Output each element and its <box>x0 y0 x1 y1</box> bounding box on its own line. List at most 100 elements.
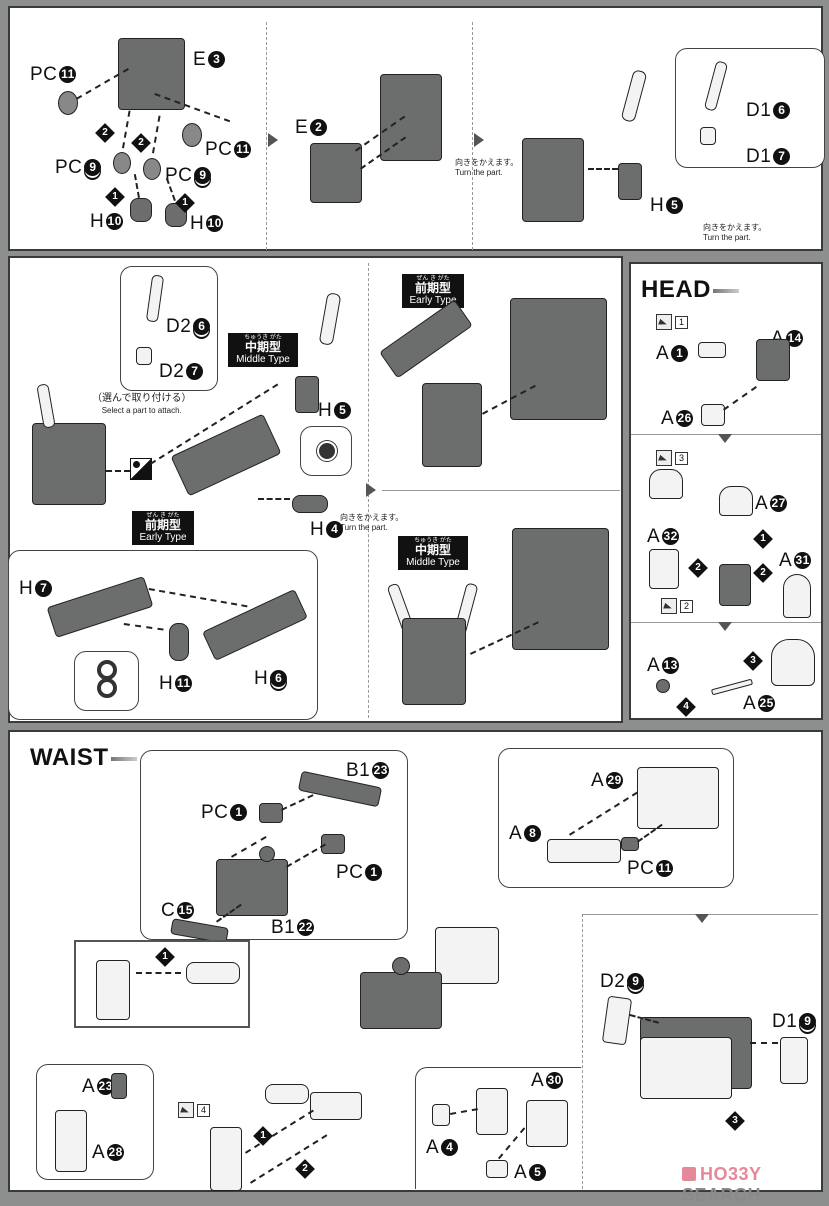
part-e3-block <box>380 74 442 161</box>
turn-part-note: 向きをかえます。Turn the part. <box>340 513 404 532</box>
part-shape-callout <box>74 651 139 711</box>
part-antenna <box>703 60 729 112</box>
part-b122 <box>216 859 288 916</box>
part-antenna <box>145 274 165 323</box>
part-a4 <box>432 1104 450 1126</box>
assembly-dash <box>136 972 181 974</box>
pin-detail-callout <box>300 426 352 476</box>
waist-section-title: WAIST <box>30 744 137 772</box>
next-step-arrow-icon <box>366 483 376 497</box>
head-section-title: HEAD <box>641 276 739 304</box>
step-marker: 2 <box>295 1159 315 1179</box>
assembly-dash <box>123 623 164 631</box>
part-antenna-base <box>700 127 716 145</box>
step-marker: 3 <box>725 1111 745 1131</box>
cut-mark: 3 <box>656 450 688 466</box>
next-step-arrow-icon <box>718 434 732 443</box>
part-side-armor <box>210 1127 242 1191</box>
next-step-arrow-icon <box>474 133 484 147</box>
part-waist-core <box>360 972 442 1029</box>
part-torso-block <box>522 138 584 222</box>
skirt-detail-callout: 1 <box>74 940 250 1028</box>
step-marker: 2 <box>753 563 773 583</box>
part-h11 <box>169 623 189 661</box>
cut-mark: 4 <box>178 1102 210 1118</box>
part-antenna <box>318 292 342 346</box>
step-marker: 4 <box>676 697 696 717</box>
assembly-dash <box>569 791 638 836</box>
select-either-icon <box>130 458 152 480</box>
option-divider <box>382 490 620 491</box>
step-divider <box>266 22 267 250</box>
part-rear-skirt <box>435 927 499 984</box>
step-marker: 1 <box>175 193 195 213</box>
step-marker: 2 <box>688 558 708 578</box>
step-marker: 3 <box>743 651 763 671</box>
part-skirt-armor <box>186 962 240 984</box>
assembly-dash <box>723 386 757 411</box>
next-step-arrow-icon <box>268 133 278 147</box>
knife-icon <box>656 314 672 330</box>
pin-end-icon <box>317 441 337 461</box>
knife-icon <box>656 450 672 466</box>
next-step-arrow-icon <box>718 622 732 631</box>
step-divider <box>472 22 473 250</box>
part-a27-detail <box>649 469 683 499</box>
part-front-skirt <box>640 1037 732 1099</box>
part-h10-left <box>130 198 152 222</box>
knife-icon <box>178 1102 194 1118</box>
assembly-dash <box>148 588 248 608</box>
part-gun-early <box>170 413 282 497</box>
assembly-dash <box>258 498 290 500</box>
part-d29 <box>601 995 633 1046</box>
part-a5 <box>486 1160 508 1178</box>
knife-icon <box>661 598 677 614</box>
part-torso-block <box>32 423 106 505</box>
part-a13 <box>656 679 670 693</box>
part-a8 <box>547 839 621 863</box>
head-panel: HEAD 1 A1 A14 A26 3 A27 A32 A31 1 2 2 2 … <box>629 262 823 720</box>
cut-mark: 2 <box>661 598 693 614</box>
part-chest-block <box>510 298 607 420</box>
ball-joint <box>392 957 410 975</box>
part-a27 <box>719 486 753 516</box>
part-front-armor <box>310 1092 362 1120</box>
assembly-dash <box>286 843 326 868</box>
part-pc11-right <box>182 123 202 147</box>
middle-type-badge: ちゅうき がた 中期型 Middle Type <box>228 333 298 368</box>
part-a28 <box>55 1110 87 1172</box>
figure-eight-part-icon <box>97 660 117 700</box>
assembly-dash <box>588 168 618 170</box>
